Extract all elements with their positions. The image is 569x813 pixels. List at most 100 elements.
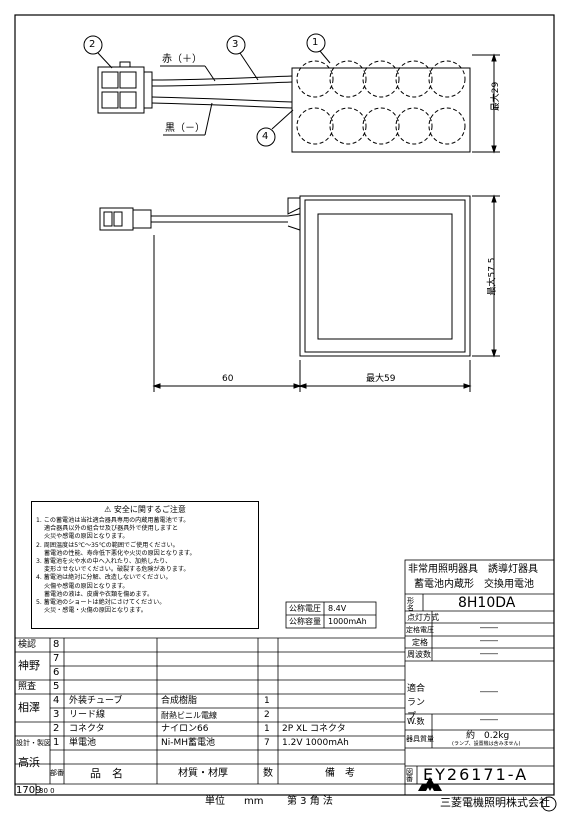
weight-note: (ランプ、設置機は含みません) (452, 741, 521, 747)
projection-method: 第 3 角 法 (287, 796, 333, 807)
pack-front-outline (299, 195, 471, 357)
safety-caution-box: ⚠ 安全に関するご注意 1. この蓄電池は当社適合器具専用の内蔵用蓄電池です。 … (31, 501, 259, 629)
part-no: 3 (53, 709, 60, 720)
approval-name: 神野 (18, 659, 40, 672)
part-name: 外装チューブ (69, 696, 123, 706)
caution-line: 火災や感電の原因となります。 (44, 533, 129, 541)
caution-line: 変形させないでください。破裂する危険があります。 (44, 566, 190, 574)
caution-line: 火災・感電・火傷の原因となります。 (44, 607, 147, 615)
part-no: 5 (53, 681, 60, 692)
wire-red (151, 75, 293, 81)
callout-4-label: 4 (262, 131, 269, 142)
red-wire-label: 赤（＋） (162, 54, 202, 65)
warning-icon: ⚠ (104, 505, 112, 514)
cell-pack-outline (291, 67, 471, 153)
part-no: 8 (53, 639, 60, 650)
header-name: 品 名 (90, 767, 123, 780)
part-material: 耐熱ビニル電線 (161, 711, 217, 720)
battery-top-view (83, 33, 500, 154)
capacity-value: 1000mAh (328, 617, 367, 626)
part-note: 1.2V 1000mAh (282, 738, 349, 748)
part-qty: 1 (264, 724, 270, 734)
part-no: 1 (53, 737, 60, 748)
caution-line: 2. 周囲温度は5℃～35℃の範囲でご使用ください。 (36, 541, 179, 549)
weight-value: 約 0.2kg (466, 731, 510, 741)
callout-2-label: 2 (89, 39, 96, 50)
row-label: 適合ランプ (407, 684, 426, 722)
row-value: ―― (480, 623, 498, 633)
approval-role: 設計・製図 (16, 739, 51, 747)
black-wire-label: 黒（－） (165, 123, 205, 134)
caution-line: 4. 蓄電池は絶対に分解、改造しないでください。 (36, 574, 172, 582)
approval-name: 高浜 (18, 756, 40, 769)
callout-1-label: 1 (312, 37, 319, 48)
model-label: 形名 (407, 597, 414, 612)
wire-black (151, 96, 293, 103)
part-note: 2P XL コネクタ (282, 724, 346, 734)
caution-line: 1. この蓄電池は当社適合器具専用の内蔵用蓄電池です。 (36, 517, 190, 524)
voltage-label: 公称電圧 (289, 604, 321, 613)
part-name: リード線 (69, 710, 106, 720)
header-material: 材質・材厚 (178, 768, 228, 779)
dim-lead-length: 60 (222, 374, 234, 384)
stamp-number: 1709 (16, 785, 42, 796)
product-line-1: 非常用照明器具 誘導灯器具 (408, 564, 538, 575)
caution-line: 蓄電池の液は、皮膚や衣類を傷めます。 (44, 590, 154, 598)
company-logo (418, 777, 442, 791)
drawing-number: EY26171-A (423, 765, 529, 784)
caution-line: 5. 蓄電池のショートは絶対にさけてください。 (36, 599, 166, 607)
caution-line: 3. 蓄電池を火や水の中へ入れたり、加熱したり、 (36, 558, 172, 566)
caution-line: 適合器具以外の組合せ及び器具外で使用しますと (44, 525, 179, 533)
drawing-no-label: 図番 (406, 768, 413, 783)
row-label: W.数 (407, 717, 425, 726)
product-line-2: 蓄電池内蔵形 交換用電池 (414, 579, 534, 590)
row-label: 点灯方式 (407, 613, 439, 622)
row-value: ―― (480, 687, 498, 697)
battery-front-view (99, 194, 500, 392)
header-note: 備 考 (325, 768, 355, 779)
mark-circle (541, 796, 557, 812)
approval-role: 検認 (18, 640, 37, 650)
dim-width: 最大59 (366, 374, 396, 384)
dim-height-front: 最大57.5 (487, 257, 498, 296)
caution-title: 安全に関するご注意 (113, 505, 186, 514)
part-name: コネクタ (69, 724, 105, 734)
part-no: 2 (53, 723, 60, 734)
callout-3-label: 3 (232, 39, 239, 50)
approval-name: 相澤 (18, 701, 40, 714)
unit-label: 単位 (205, 796, 225, 807)
part-no: 4 (53, 695, 60, 706)
part-qty: 1 (264, 696, 270, 706)
approval-role: 照査 (18, 682, 37, 692)
callout-1 (306, 33, 326, 53)
caution-lines: 1. この蓄電池は当社適合器具専用の内蔵用蓄電池です。 適合器具以外の組合せ及び… (36, 517, 258, 615)
callout-4 (256, 127, 276, 147)
row-label: 定格 (412, 638, 428, 647)
part-qty: 2 (264, 710, 270, 720)
part-no: 6 (53, 667, 60, 678)
caution-line: 火傷や感電の原因となります。 (44, 582, 129, 590)
header-no: 部番 (50, 769, 64, 777)
unit-value: mm (244, 796, 264, 807)
row-label: 定格電圧 (406, 626, 434, 634)
row-value: ―― (480, 649, 498, 659)
caution-line: 蓄電池の性能、寿命低下悪化や火災の原因となります。 (44, 549, 196, 557)
part-material: Ni-MH蓄電池 (161, 738, 216, 748)
company-name: 三菱電機照明株式会社 (440, 796, 550, 809)
header-qty: 数 (263, 768, 273, 779)
cells (296, 60, 466, 145)
row-value: ―― (480, 636, 498, 646)
row-value: ―― (480, 715, 498, 725)
drawing-frame (14, 14, 555, 796)
weight-label: 器具質量 (406, 735, 434, 743)
row-label: 周波数 (407, 650, 431, 659)
callout-3 (226, 35, 246, 55)
dim-height-top: 最大29 (491, 81, 502, 112)
part-qty: 7 (264, 738, 270, 748)
part-material: ナイロン66 (161, 724, 209, 734)
part-name: 単電池 (69, 738, 97, 748)
capacity-label: 公称容量 (289, 617, 321, 626)
callout-2 (83, 35, 103, 55)
model-value: 8H10DA (458, 595, 516, 611)
